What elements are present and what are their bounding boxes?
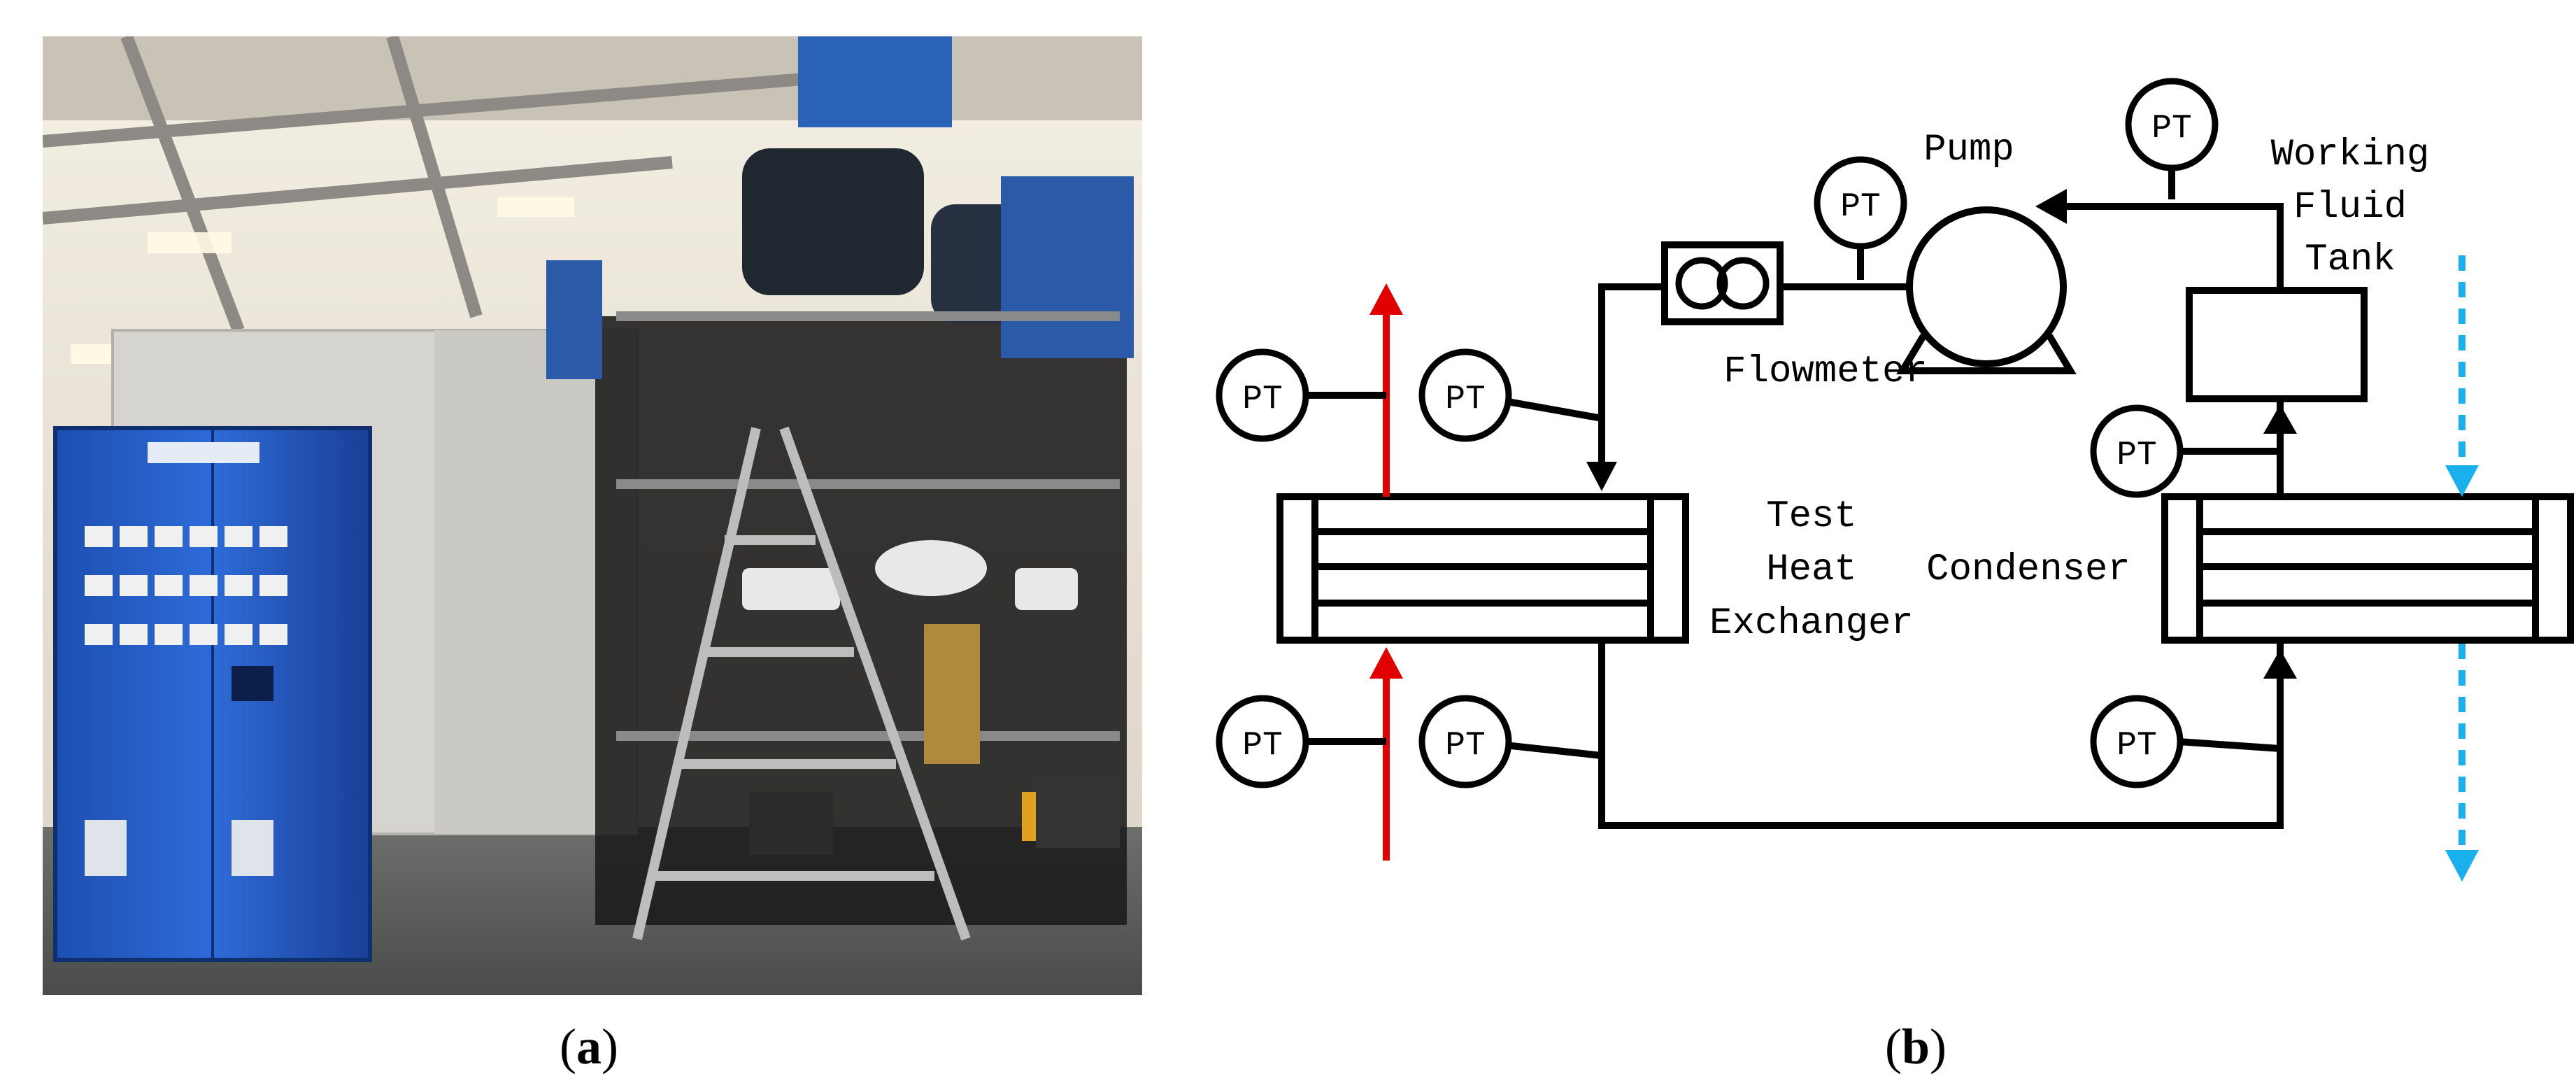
hot-stream-arrows [1369,283,1403,861]
experimental-loop-diagram: PT PT PT PT PT PT PT PT [1175,0,2576,1000]
caption-a-open: ( [560,1019,576,1075]
caption-a-letter: a [576,1019,602,1075]
condenser-label: Condenser [1926,548,2130,591]
gauge-label: PT [2151,110,2192,148]
pt-gauge-condenser-inlet: PT [2090,695,2184,788]
pt-gauge-hx-inlet-hot: PT [1216,348,1309,442]
gauge-label: PT [1242,381,1283,418]
gauge-label: PT [2116,437,2157,474]
caption-b-letter: b [1901,1019,1930,1075]
condenser [2161,493,2574,644]
pt-gauge-pump-outlet: PT [2125,78,2219,171]
flow-arrows [1586,189,2297,679]
pt-gauge-hx-inlet-fluid: PT [1418,348,1512,442]
caption-a-close: ) [601,1019,618,1075]
gauge-label: PT [1840,188,1881,226]
working-fluid-tank [2186,287,2368,402]
tank-label-line3: Tank [2305,239,2396,281]
test-rig-photo [42,34,1142,995]
pt-gauge-pump-inlet: PT [1814,156,1907,250]
test-hx-label-line3: Exchanger [1709,602,1914,645]
gauge-label: PT [1242,727,1283,765]
test-hx-label-line2: Heat [1766,548,1857,591]
cold-stream-arrows [2445,255,2479,882]
caption-b-open: ( [1885,1019,1902,1075]
test-heat-exchanger [1276,493,1689,644]
pt-gauge-condenser-outlet: PT [2090,404,2184,498]
tank-label-line1: Working [2271,134,2430,176]
gauge-label: PT [1445,381,1486,418]
pump-label: Pump [1923,129,2014,171]
pt-gauge-hx-outlet-hot: PT [1216,695,1309,788]
tank-label-line2: Fluid [2293,186,2407,229]
pt-gauge-hx-outlet-fluid: PT [1418,695,1512,788]
test-hx-label-line1: Test [1766,495,1857,538]
flowmeter-label: Flowmeter [1723,351,1928,393]
gauge-label: PT [1445,727,1486,765]
pump-symbol [1896,206,2077,374]
gauge-label: PT [2116,727,2157,765]
flowmeter-symbol [1661,241,1784,325]
caption-b-close: ) [1930,1019,1947,1075]
caption-a: (a) [560,1018,618,1076]
caption-b: (b) [1885,1018,1947,1076]
